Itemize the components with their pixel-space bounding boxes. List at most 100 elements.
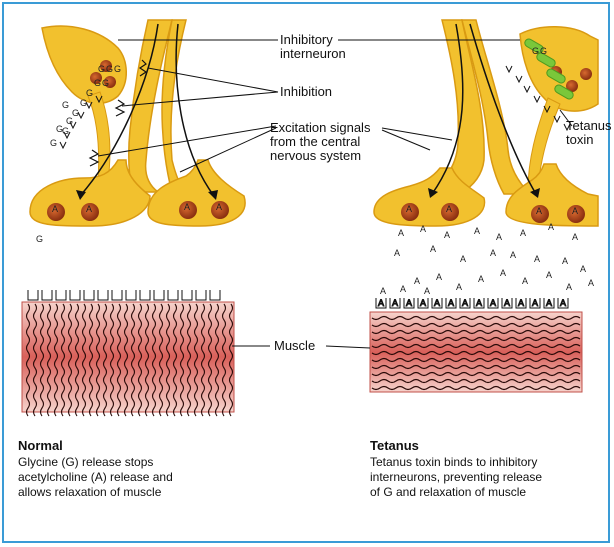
glycine-symbol: G: [86, 88, 93, 98]
label-inhibition: Inhibition: [280, 84, 332, 99]
glycine-symbol: G: [66, 116, 73, 126]
acetylcholine-symbol: A: [536, 206, 542, 216]
free-acetylcholine: AAAAAAAAAAAAAAAAAAAAAAAAAAAA: [380, 222, 594, 296]
acetylcholine-symbol: A: [478, 274, 484, 284]
glycine-symbol: G: [98, 64, 105, 74]
muscle-normal: [22, 302, 234, 416]
caption-normal-line: acetylcholine (A) release and: [18, 470, 173, 484]
acetylcholine-symbol: A: [490, 248, 496, 258]
acetylcholine-symbol: A: [444, 230, 450, 240]
acetylcholine-symbol: A: [510, 250, 516, 260]
glycine-symbol: G: [532, 46, 539, 56]
receptor-cup: [140, 290, 150, 300]
caption-tetanus-line: interneurons, preventing release: [370, 470, 542, 484]
inhibitory-axon-left: [88, 92, 110, 182]
receptor-cup: [168, 290, 178, 300]
caption-tetanus: Tetanus Tetanus toxin binds to inhibitor…: [370, 438, 542, 499]
acetylcholine-symbol: A: [474, 226, 480, 236]
glycine-symbol: G: [106, 64, 113, 74]
acetylcholine-symbol: A: [490, 298, 496, 308]
receptor-cup: [182, 290, 192, 300]
receptor-cup: [154, 290, 164, 300]
label-excitation-signals-line3: nervous system: [270, 148, 361, 163]
muscle-tetanus: [370, 312, 582, 392]
acetylcholine-symbol: A: [380, 286, 386, 296]
label-inhibitory-interneuron: Inhibitory: [280, 32, 333, 47]
acetylcholine-receptors-right: AAAAAAAAAAAAAA: [376, 298, 568, 308]
receptor-cup: [210, 290, 220, 300]
caption-tetanus-title: Tetanus: [370, 438, 419, 453]
inhibition-signal: [90, 150, 98, 166]
glycine-symbol: G: [94, 78, 101, 88]
acetylcholine-symbol: A: [520, 228, 526, 238]
caption-tetanus-line: of G and relaxation of muscle: [370, 485, 526, 499]
acetylcholine-symbol: A: [392, 298, 398, 308]
receptor-cup: [112, 290, 122, 300]
acetylcholine-symbol: A: [532, 298, 538, 308]
acetylcholine-symbol: A: [534, 254, 540, 264]
acetylcholine-receptors-left: [28, 290, 220, 300]
receptor-cup: [196, 290, 206, 300]
acetylcholine-symbol: A: [522, 276, 528, 286]
acetylcholine-symbol: A: [588, 278, 594, 288]
acetylcholine-symbol: A: [424, 286, 430, 296]
acetylcholine-symbol: A: [420, 298, 426, 308]
acetylcholine-symbol: A: [406, 204, 412, 214]
receptor-cup: [84, 290, 94, 300]
glycine-symbol: G: [114, 64, 121, 74]
label-excitation-signals-line2: from the central: [270, 134, 360, 149]
acetylcholine-symbol: A: [546, 298, 552, 308]
receptor-cup: [126, 290, 136, 300]
caption-normal-line: allows relaxation of muscle: [18, 485, 162, 499]
glycine-symbol: G: [36, 234, 43, 244]
acetylcholine-symbol: A: [434, 298, 440, 308]
receptor-cup: [56, 290, 66, 300]
caption-normal: Normal Glycine (G) release stops acetylc…: [18, 438, 173, 499]
glycine-vesicle: [580, 68, 592, 80]
caption-normal-title: Normal: [18, 438, 63, 453]
acetylcholine-symbol: A: [456, 282, 462, 292]
receptor-cup: [28, 290, 38, 300]
glycine-symbol: G: [102, 78, 109, 88]
acetylcholine-symbol: A: [462, 298, 468, 308]
acetylcholine-symbol: A: [420, 224, 426, 234]
glycine-symbol: G: [540, 46, 547, 56]
glycine-symbol: G: [72, 108, 79, 118]
acetylcholine-symbol: A: [460, 254, 466, 264]
acetylcholine-symbol: A: [504, 298, 510, 308]
acetylcholine-symbol: A: [406, 298, 412, 308]
label-tetanus-toxin: Tetanus: [566, 118, 612, 133]
label-inhibitory-interneuron-line2: interneuron: [280, 46, 346, 61]
acetylcholine-symbol: A: [448, 298, 454, 308]
receptor-cup: [42, 290, 52, 300]
receptor-cup: [70, 290, 80, 300]
acetylcholine-symbol: A: [430, 244, 436, 254]
label-tetanus-toxin-line2: toxin: [566, 132, 593, 147]
acetylcholine-symbol: A: [52, 204, 58, 214]
acetylcholine-symbol: A: [184, 202, 190, 212]
acetylcholine-symbol: A: [436, 272, 442, 282]
receptor-cup: [98, 290, 108, 300]
acetylcholine-symbol: A: [566, 282, 572, 292]
normal-panel: [30, 20, 245, 226]
tetanus-panel: [374, 20, 598, 226]
acetylcholine-symbol: A: [572, 232, 578, 242]
acetylcholine-symbol: A: [476, 298, 482, 308]
acetylcholine-symbol: A: [86, 204, 92, 214]
acetylcholine-symbol: A: [518, 298, 524, 308]
acetylcholine-symbol: A: [572, 206, 578, 216]
inhibition-signal: [116, 100, 124, 116]
acetylcholine-symbol: A: [500, 268, 506, 278]
glycine-symbol: G: [80, 98, 87, 108]
acetylcholine-symbol: A: [446, 204, 452, 214]
acetylcholine-symbol: A: [496, 232, 502, 242]
acetylcholine-symbol: A: [378, 298, 384, 308]
caption-normal-line: Glycine (G) release stops: [18, 455, 153, 469]
acetylcholine-symbol: A: [548, 222, 554, 232]
acetylcholine-symbol: A: [400, 284, 406, 294]
glycine-symbol: G: [62, 100, 69, 110]
glycine-symbol: G: [62, 126, 69, 136]
acetylcholine-symbol: A: [216, 202, 222, 212]
